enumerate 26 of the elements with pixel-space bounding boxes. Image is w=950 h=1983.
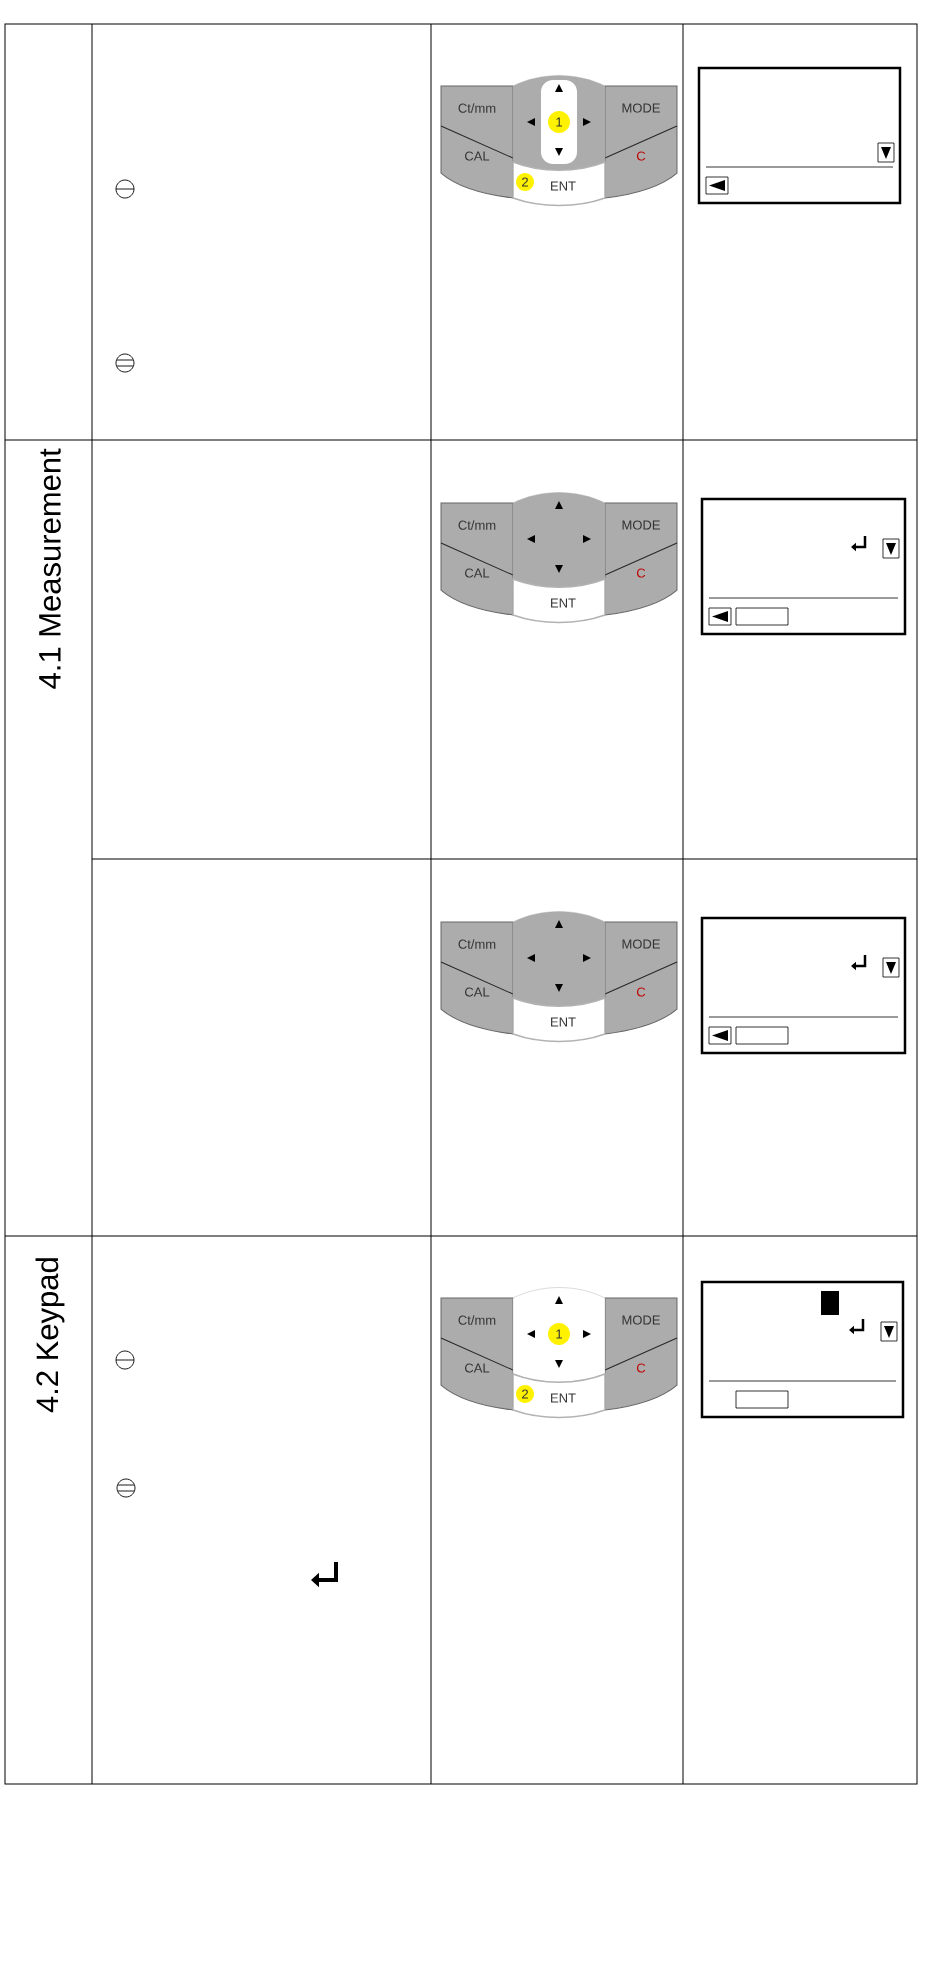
section-heading: 4.2 Keypad — [35, 1258, 65, 1413]
key-label: 2 — [522, 177, 528, 187]
key-label: C — [636, 568, 646, 578]
key-label: CAL — [465, 568, 490, 578]
section-heading: 4.1 Measurement — [39, 448, 61, 689]
key-label: 2 — [522, 1389, 528, 1399]
key-label: C — [636, 151, 646, 161]
key-label: CAL — [465, 987, 490, 997]
key-label: 1 — [556, 117, 562, 127]
key-label: ENT — [551, 598, 576, 608]
key-label: MODE — [622, 939, 660, 949]
key-label: Ct/mm — [458, 103, 496, 113]
key-label: MODE — [622, 520, 660, 530]
key-label: MODE — [622, 103, 660, 113]
key-label: Ct/mm — [458, 939, 496, 949]
key-label: C — [636, 987, 646, 997]
key-label: ENT — [551, 1393, 576, 1403]
key-label: MODE — [622, 1315, 660, 1325]
key-label: Ct/mm — [458, 1315, 496, 1325]
key-label: Ct/mm — [458, 520, 496, 530]
key-label: ENT — [551, 181, 576, 191]
key-label: ENT — [551, 1017, 576, 1027]
key-label: C — [636, 1363, 646, 1373]
key-label: CAL — [465, 1363, 490, 1373]
key-label: CAL — [465, 151, 490, 161]
key-label: 1 — [556, 1329, 562, 1339]
